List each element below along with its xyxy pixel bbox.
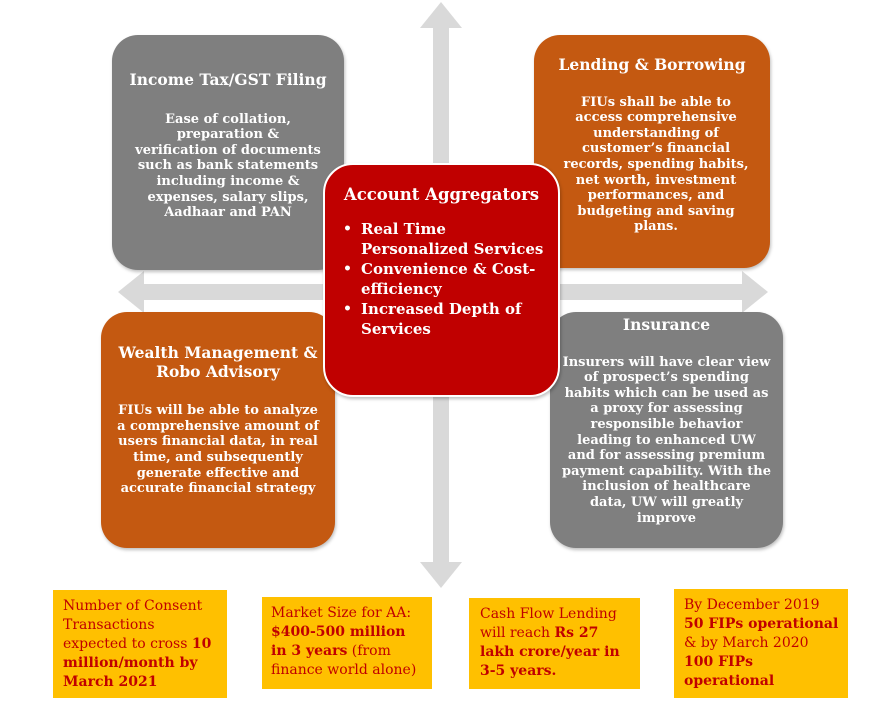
account-aggregators-box: Account Aggregators Real Time Personaliz… — [323, 163, 560, 397]
lending-title: Lending & Borrowing — [558, 55, 746, 74]
lending-box: Lending & Borrowing FIUs shall be able t… — [534, 35, 770, 268]
fips-note: By December 2019 50 FIPs operational & b… — [674, 589, 848, 698]
aa-item-real-time: Real Time Personalized Services — [335, 219, 548, 259]
fips-text-1: By December 2019 — [684, 597, 820, 613]
fips-bold-1: 50 FIPs operational — [684, 616, 839, 632]
arrow-right-icon — [742, 271, 768, 313]
arrow-down-icon — [420, 562, 462, 588]
insurance-title: Insurance — [622, 315, 711, 334]
wealth-title: Wealth Management & Robo Advisory — [118, 343, 318, 381]
insurance-body: Insurers will have clear view of prospec… — [562, 354, 771, 526]
fips-bold-2: 100 FIPs operational — [684, 654, 775, 689]
market-size-note: Market Size for AA: $400-500 million in … — [262, 597, 432, 689]
cash-flow-note: Cash Flow Lending will reach Rs 27 lakh … — [469, 598, 640, 689]
fips-text-2: & by March 2020 — [684, 635, 809, 651]
account-aggregators-list: Real Time Personalized Services Convenie… — [335, 219, 548, 339]
income-tax-title: Income Tax/GST Filing — [129, 70, 327, 89]
account-aggregators-title: Account Aggregators — [343, 185, 540, 204]
cashflow-text: Cash Flow Lending will reach — [480, 606, 617, 641]
aa-item-convenience: Convenience & Cost-efficiency — [335, 259, 548, 299]
consent-bold: 10 million/month by March 2021 — [63, 636, 212, 690]
market-text-after: (from finance world alone) — [271, 643, 417, 678]
insurance-box: Insurance Insurers will have clear view … — [550, 312, 783, 548]
consent-text: Number of Consent Transactions expected … — [63, 598, 203, 652]
cashflow-bold: Rs 27 lakh crore/year in 3-5 years. — [480, 625, 620, 679]
lending-body: FIUs shall be able to access comprehensi… — [563, 94, 749, 235]
wealth-box: Wealth Management & Robo Advisory FIUs w… — [101, 312, 335, 548]
arrow-up-icon — [420, 2, 462, 28]
consent-transactions-note: Number of Consent Transactions expected … — [53, 590, 227, 698]
market-bold: $400-500 million in 3 years — [271, 624, 406, 659]
income-tax-body: Ease of collation, preparation & verific… — [135, 111, 321, 221]
aa-item-depth: Increased Depth of Services — [335, 299, 548, 339]
market-text: Market Size for AA: — [271, 605, 412, 621]
arrow-left-icon — [118, 271, 144, 313]
income-tax-box: Income Tax/GST Filing Ease of collation,… — [112, 35, 344, 270]
wealth-body: FIUs will be able to analyze a comprehen… — [117, 403, 319, 497]
